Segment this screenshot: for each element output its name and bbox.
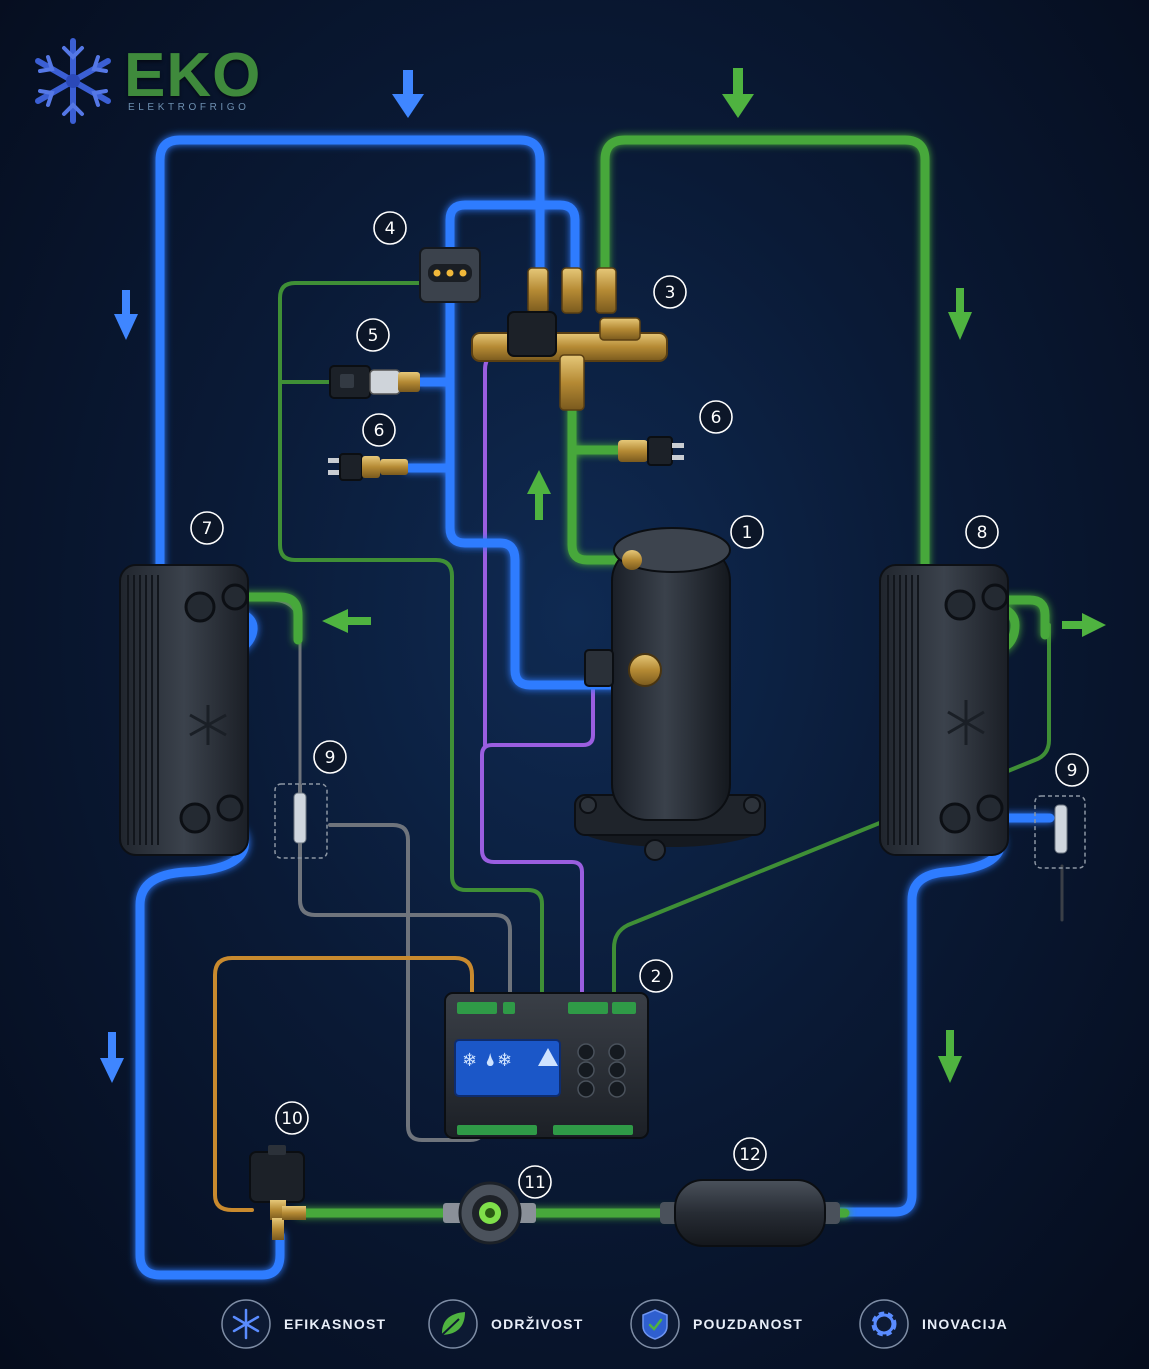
snowflake-icon <box>947 700 985 745</box>
brand-logo: EKO ELEKTROFRIGO <box>28 34 278 129</box>
leaf-icon <box>428 1299 478 1349</box>
svg-text:6: 6 <box>711 408 722 428</box>
controller-unit: ❄🌢❄ <box>444 992 649 1139</box>
snowflake-icon <box>189 705 227 745</box>
pipe-blue-hx8-bottom <box>835 815 1005 1217</box>
filter-drier <box>660 1179 840 1247</box>
callout-badge: 6 <box>362 413 396 447</box>
footer-item-pouzdanost: POUZDANOST <box>629 1298 803 1350</box>
callout-badge: 1 <box>730 515 764 549</box>
brand-name: EKO <box>124 41 262 110</box>
pipe-blue-hx7-bottom <box>135 815 285 1280</box>
callout-badge: 12 <box>733 1137 767 1171</box>
callout-badge: 11 <box>518 1165 552 1199</box>
pressure-switch <box>329 365 420 399</box>
svg-text:7: 7 <box>202 519 213 539</box>
arrow-up-green <box>527 470 551 520</box>
callout-badge: 4 <box>373 211 407 245</box>
svg-text:❄: ❄ <box>462 1050 477 1071</box>
arrow-right-green <box>1062 613 1106 637</box>
snowflake-icon <box>221 1299 271 1349</box>
wire-green-sensor-right <box>612 623 1051 1002</box>
footer-item-efikasnost: EFIKASNOST <box>220 1298 386 1350</box>
arrow-down-blue <box>100 1032 124 1083</box>
compressor <box>574 527 766 861</box>
footer-label: EFIKASNOST <box>284 1316 387 1332</box>
pressure-transducer-right <box>618 436 684 466</box>
snowflake-icon <box>35 38 111 124</box>
callout-badges: 1 2 3 4 5 6 6 7 8 9 9 10 11 12 <box>190 211 1089 1199</box>
svg-text:3: 3 <box>665 283 676 303</box>
callout-badge: 10 <box>275 1101 309 1135</box>
arrow-down-green <box>948 288 972 340</box>
footer-item-odrzivost: ODRŽIVOST <box>427 1298 583 1350</box>
pipe-green-discharge <box>567 405 630 565</box>
pipe-blue-inner-loop <box>445 200 580 388</box>
arrow-down-green <box>722 68 754 118</box>
svg-text:8: 8 <box>977 523 988 543</box>
callout-badge: 6 <box>699 400 733 434</box>
callout-badge: 3 <box>653 275 687 309</box>
heat-exchanger-left <box>119 564 249 856</box>
svg-text:10: 10 <box>281 1109 303 1129</box>
callout-badge: 5 <box>356 318 390 352</box>
svg-text:🌢: 🌢 <box>485 1050 496 1071</box>
temperature-sensor-right <box>1034 795 1086 869</box>
footer-label: INOVACIJA <box>922 1316 1008 1332</box>
wire-purple-compressor <box>480 688 595 1002</box>
svg-text:6: 6 <box>374 421 385 441</box>
svg-text:1: 1 <box>742 523 753 543</box>
display-icons: ❄🌢❄ <box>462 1048 558 1071</box>
svg-text:11: 11 <box>524 1173 546 1193</box>
callout-badge: 9 <box>1055 753 1089 787</box>
pipe-green-hx7-side <box>235 592 303 645</box>
svg-text:9: 9 <box>1067 761 1078 781</box>
footer-label: POUZDANOST <box>693 1316 803 1332</box>
svg-text:❄: ❄ <box>497 1050 512 1071</box>
svg-text:5: 5 <box>368 326 379 346</box>
arrow-down-blue <box>114 290 138 340</box>
gear-icon <box>859 1299 909 1349</box>
footer-item-inovacija: INOVACIJA <box>858 1298 1008 1350</box>
callout-badge: 9 <box>313 740 347 774</box>
callout-badge: 7 <box>190 511 224 545</box>
pressure-switch-box <box>419 247 481 303</box>
pressure-transducer-left <box>328 453 408 481</box>
brass-manifold <box>471 267 668 411</box>
heat-exchanger-right <box>879 564 1009 856</box>
wire-gray-sensor-left <box>298 783 512 1002</box>
shield-check-icon <box>630 1299 680 1349</box>
arrow-down-blue <box>392 70 424 118</box>
solenoid-valve <box>249 1145 306 1240</box>
arrow-down-green <box>938 1030 962 1083</box>
svg-text:9: 9 <box>325 748 336 768</box>
svg-text:4: 4 <box>385 219 396 239</box>
callout-badge: 2 <box>639 959 673 993</box>
svg-text:12: 12 <box>739 1145 761 1165</box>
wire-orange-solenoid <box>213 956 474 1212</box>
brand-tagline: ELEKTROFRIGO <box>128 102 250 113</box>
temperature-sensor-left <box>274 783 328 859</box>
sight-glass <box>443 1181 536 1245</box>
pipe-green-hx8-out <box>995 595 1050 640</box>
svg-text:2: 2 <box>651 967 662 987</box>
footer-label: ODRŽIVOST <box>491 1316 584 1332</box>
arrow-left-green <box>322 609 371 633</box>
callout-badge: 8 <box>965 515 999 549</box>
wire-green-left-loop <box>278 281 544 1002</box>
flow-arrows <box>100 68 1106 1083</box>
